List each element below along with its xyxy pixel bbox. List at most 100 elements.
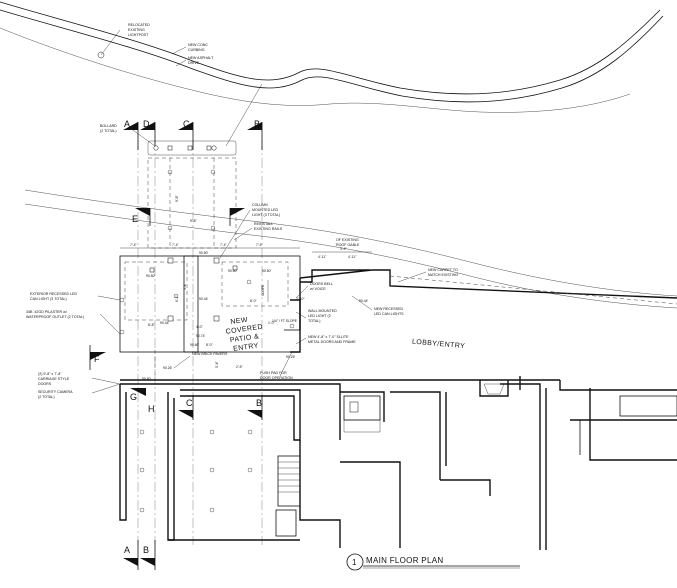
svg-text:BOLLARD: BOLLARD [100,124,117,128]
svg-text:LIGHT (3 TOTAL): LIGHT (3 TOTAL) [252,213,280,217]
grid-tag-bottom-4: B [247,395,263,420]
note-ext-recessed-led: EXTERIOR RECESSED LED CAN LIGHT (3 TOTAL… [30,292,121,301]
svg-text:90.50': 90.50' [262,269,271,273]
grid-tag-top-2: D [140,119,156,150]
lobby-room-label: LOBBY/ENTRY [412,339,466,351]
svg-text:NEW CARPET TO: NEW CARPET TO [428,268,458,272]
svg-text:A: A [124,119,130,129]
svg-text:NEW: NEW [230,317,248,326]
note-new-asphalt-drive: NEW ASPHALT DRIVE [175,56,214,67]
svg-text:34B .42GD PILASTER w/: 34B .42GD PILASTER w/ [26,310,67,314]
svg-text:4'-11": 4'-11" [318,255,327,259]
bollard-group: BOLLARD (2 TOTAL) [100,83,263,156]
svg-text:(2 TOTAL): (2 TOTAL) [38,395,55,399]
svg-text:90.44': 90.44' [199,297,208,301]
svg-text:2'-10": 2'-10" [296,297,305,301]
grid-tag-bottom-3: C [178,395,194,420]
grid-tag-top-3: C [178,119,194,150]
svg-text:w/ VOICE: w/ VOICE [310,287,326,291]
svg-text:8'-0": 8'-0" [250,299,258,303]
svg-text:90.25': 90.25' [286,355,295,359]
grid-tag-side-f: F [89,345,106,370]
note-roof-gable: OF EXISTING ROOF GABLE [336,238,360,247]
svg-text:C: C [186,398,193,408]
note-carriage-doors: (2) 9'-8" x 7'-8" CARRIAGE STYLE DOORS [38,372,121,386]
svg-text:ENTRY: ENTRY [233,342,259,352]
note-new-door: NEW 4'-8" x 7'-0" SLLITE METAL DOORS AND… [295,335,356,345]
building-walls [119,269,677,550]
svg-text:4'-0": 4'-0" [196,325,204,329]
svg-text:SLOPE: SLOPE [261,284,265,296]
svg-text:1/4" / FT SLOPE: 1/4" / FT SLOPE [272,319,298,323]
svg-text:EXTERIOR RECESSED LED: EXTERIOR RECESSED LED [30,292,78,296]
svg-text:B: B [254,119,260,129]
svg-text:LIGHTPOST: LIGHTPOST [128,33,149,37]
note-new-carpet: NEW CARPET TO MATCH EXISTING [397,268,458,283]
svg-text:EXISTING RAILS: EXISTING RAILS [254,227,283,231]
svg-text:3'-4": 3'-4" [340,247,348,251]
note-doorbell: DOORS BELL w/ VOICE [295,282,333,299]
svg-text:SECURITY CAMERA: SECURITY CAMERA [38,390,73,394]
note-wall-led: WALL MOUNTED LED LIGHT (2 TOTAL) [295,309,337,323]
svg-text:RELOCATED: RELOCATED [128,23,150,27]
svg-text:COLUMN: COLUMN [252,203,268,207]
dimension-strings: 7'-4" 7'-4" 7'-4" 7'-4" 3'-4" 4'-11" 4'-… [120,219,372,369]
note-security-camera: SECURITY CAMERA (2 TOTAL) [38,383,121,399]
svg-text:8'-8": 8'-8" [148,323,156,327]
svg-text:7'-4": 7'-4" [172,243,180,247]
site-curbing [0,1,677,309]
svg-text:CARRIAGE STYLE: CARRIAGE STYLE [38,377,70,381]
note-gfci-pilaster: 34B .42GD PILASTER w/ WATERPROOF OUTLET … [26,310,121,335]
grid-tag-top-4: B [247,119,263,150]
svg-text:MOUNTED LED: MOUNTED LED [252,208,279,212]
note-relocated-lightpost: RELOCATED EXISTING LIGHTPOST [128,23,150,37]
svg-text:PUSH PAD FOR: PUSH PAD FOR [260,371,287,375]
svg-text:DOOR OPERATION: DOOR OPERATION [260,376,293,380]
svg-text:LED LIGHT (2: LED LIGHT (2 [308,314,331,318]
svg-text:G: G [130,392,137,402]
slope-notes: SLOPE 1/4" / FT SLOPE [261,280,298,323]
grid-tag-side-g: G [130,388,146,402]
note-brick-pavers: NEW BRICK PAVERS [173,352,228,369]
svg-text:90.60': 90.60' [142,377,151,381]
svg-text:METAL DOORS AND FRAME: METAL DOORS AND FRAME [308,340,356,344]
svg-text:1: 1 [352,558,357,567]
svg-text:NEW RECESSED: NEW RECESSED [374,307,404,311]
grid-tag-side-e2 [229,208,245,226]
svg-text:90.26': 90.26' [163,366,172,370]
grid-tag-side-h: H [148,404,155,414]
svg-text:7'-4": 7'-4" [220,243,228,247]
svg-text:90.44': 90.44' [160,321,169,325]
patio-room-label: NEW COVERED PATIO & ENTRY [225,317,263,353]
svg-text:8'-0": 8'-0" [206,343,214,347]
grid-tag-top-1: A [123,119,139,150]
garage-fixtures [139,350,253,513]
svg-text:MAIN FLOOR PLAN: MAIN FLOOR PLAN [366,556,443,565]
grid-bubbles-bottom: A B C B [123,395,263,570]
svg-text:90.74': 90.74' [196,334,205,338]
svg-text:CAN LIGHT (3 TOTAL): CAN LIGHT (3 TOTAL) [30,297,67,301]
svg-text:5'-4": 5'-4" [215,360,219,368]
spot-elevations: 90.50' 90.50' 90.50' 90.50' 90.44' 90.44… [142,251,368,381]
svg-text:F: F [94,354,100,364]
svg-text:LED CAN LIGHTS: LED CAN LIGHTS [374,312,404,316]
svg-text:WALL MOUNTED: WALL MOUNTED [308,309,337,313]
svg-text:DOORS BELL: DOORS BELL [310,282,333,286]
drawing-title-block: 1 MAIN FLOOR PLAN [346,553,520,571]
svg-text:NEW 4'-8" x 7'-0" SLLITE: NEW 4'-8" x 7'-0" SLLITE [308,335,349,339]
note-new-recessed-led: NEW RECESSED LED CAN LIGHTS [351,295,404,316]
svg-text:D: D [143,119,150,129]
svg-text:6'-1": 6'-1" [175,294,179,302]
svg-text:PATIO &: PATIO & [230,333,260,344]
svg-text:TOTAL): TOTAL) [308,319,320,323]
svg-text:CURBING: CURBING [188,48,205,52]
canopy-outline: 9'-8" [147,157,237,249]
svg-text:REINSTALL: REINSTALL [254,222,273,226]
grid-bubbles-top: A D C B [123,119,263,545]
svg-text:B: B [256,398,262,408]
svg-text:DOORS: DOORS [38,382,52,386]
svg-text:NEW ASPHALT: NEW ASPHALT [188,56,214,60]
svg-text:7'-4": 7'-4" [256,243,264,247]
svg-text:90.50': 90.50' [228,269,237,273]
